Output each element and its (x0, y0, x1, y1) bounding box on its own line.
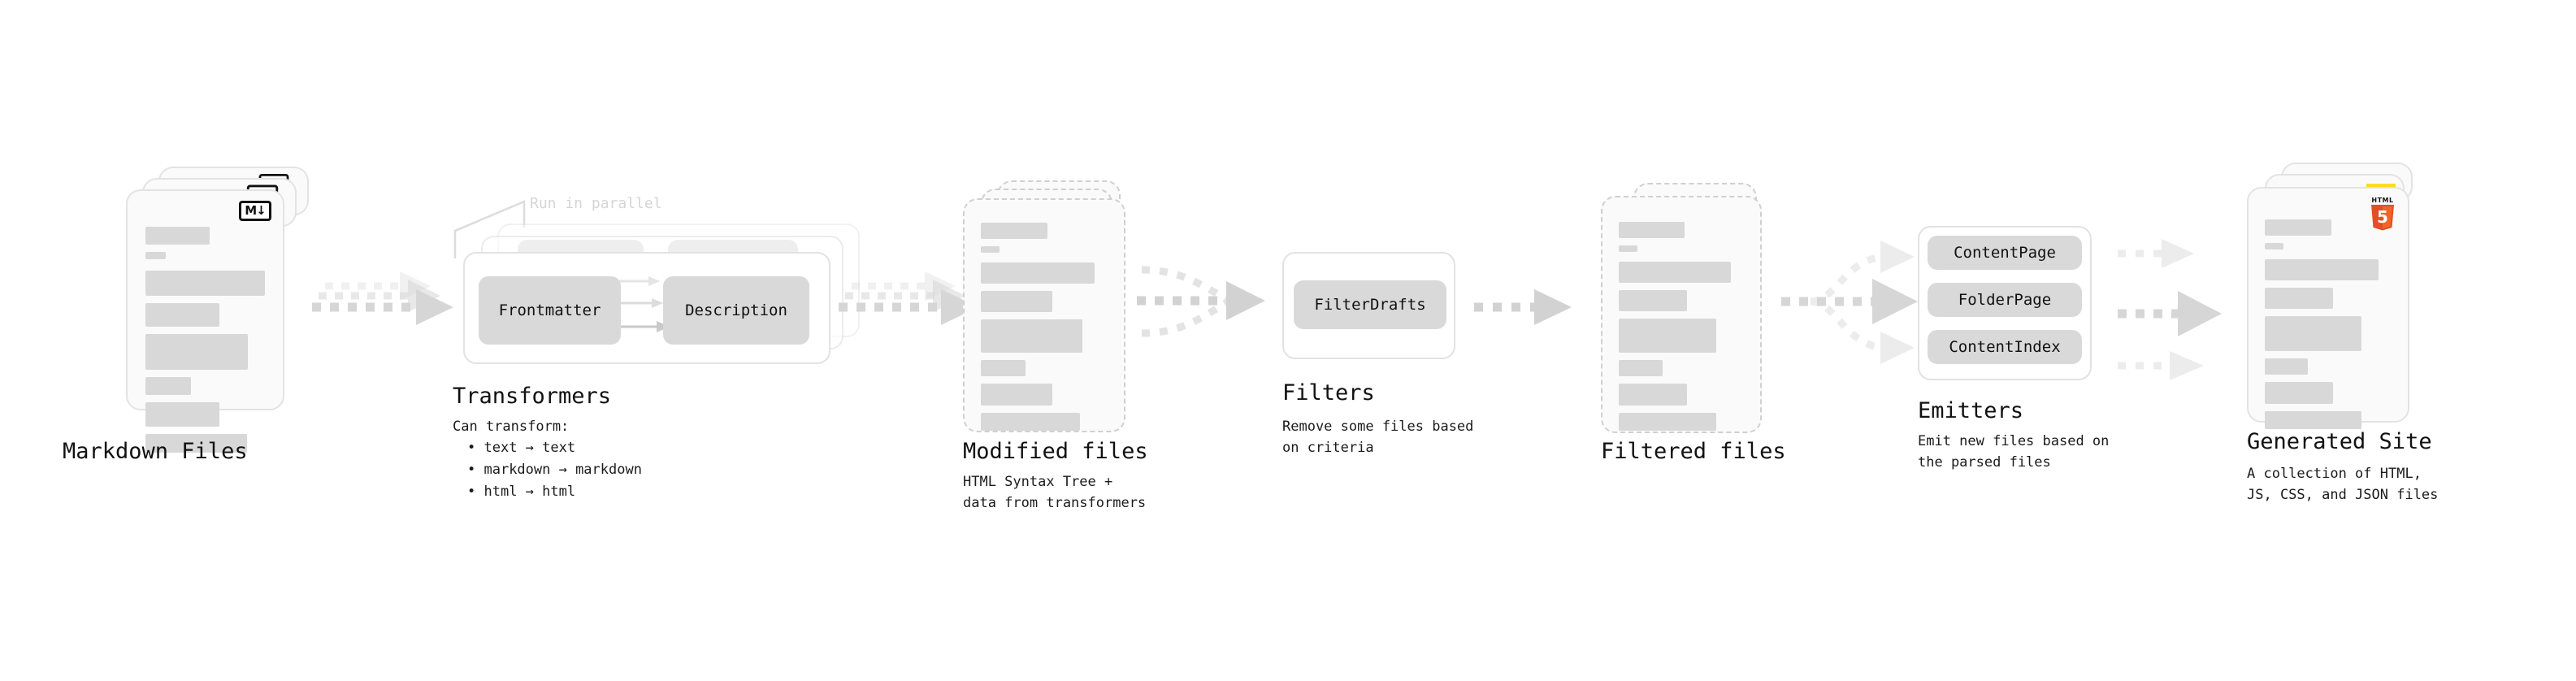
emitter-chip-contentpage[interactable]: ContentPage (1928, 236, 2082, 270)
markdown-file-card-front: M↓ (126, 189, 284, 453)
placeholder-lines (981, 223, 1104, 438)
modified-file-card-front (963, 198, 1125, 432)
transformers-bullet-0: • text → text (467, 440, 576, 456)
transformers-title: Transformers (453, 384, 612, 409)
placeholder-lines (1619, 222, 1741, 438)
transformers-bullet-2: • html → html (467, 484, 576, 500)
transformers-bullet-1-text: markdown → markdown (484, 462, 642, 478)
connector-markdown-to-transformers (312, 271, 453, 325)
filtered-files-stack (1601, 183, 1780, 433)
connector-modified-to-filters (1137, 266, 1265, 337)
emitters-subtitle: Emit new files based on the parsed files (1918, 433, 2110, 471)
generated-site-subtitle: A collection of HTML, JS, CSS, and JSON … (2247, 466, 2439, 503)
filters-subtitle: Remove some files based on criteria (1282, 419, 1474, 456)
run-in-parallel-bracket (453, 200, 526, 258)
markdown-files-title: Markdown Files (63, 439, 248, 464)
transformers-bullet-1: • markdown → markdown (467, 462, 642, 478)
transformers-bullet-0-text: text → text (484, 440, 576, 456)
emitters-title: Emitters (1918, 398, 2024, 423)
modified-files-stack (963, 180, 1142, 432)
connector-filters-to-filtered (1474, 289, 1572, 325)
generated-file-card-html: HTML 5 (2247, 187, 2409, 429)
placeholder-lines (145, 227, 265, 460)
emitter-chip-folderpage[interactable]: FolderPage (1928, 283, 2082, 317)
generated-site-title: Generated Site (2247, 429, 2432, 454)
filter-chip-filterdrafts[interactable]: FilterDrafts (1294, 280, 1446, 329)
connector-filtered-to-emitters (1781, 241, 1918, 364)
markdown-files-stack: M↓ M↓ M↓ (126, 167, 313, 453)
placeholder-lines (2265, 219, 2388, 436)
filtered-file-card-front (1601, 196, 1762, 433)
run-in-parallel-label: Run in parallel (530, 195, 662, 212)
modified-files-subtitle: HTML Syntax Tree + data from transformer… (963, 474, 1147, 511)
generated-site-stack: CSS HTML 5 (2247, 163, 2442, 431)
connector-transformers-to-modified (839, 271, 978, 325)
html5-icon: HTML 5 (2371, 197, 2394, 231)
transformer-chip-frontmatter[interactable]: Frontmatter (479, 276, 621, 345)
filtered-files-title: Filtered files (1601, 439, 1786, 464)
svg-text:5: 5 (2377, 207, 2388, 227)
transformer-chip-description[interactable]: Description (663, 276, 809, 345)
emitter-chip-contentindex[interactable]: ContentIndex (1928, 330, 2082, 364)
filters-title: Filters (1282, 380, 1375, 406)
modified-files-title: Modified files (963, 439, 1148, 464)
connector-emitters-to-site (2118, 239, 2222, 380)
markdown-icon: M↓ (239, 201, 271, 221)
transformers-bullet-2-text: html → html (484, 484, 576, 500)
svg-text:HTML: HTML (2371, 197, 2393, 204)
transformers-subtitle: Can transform: (453, 419, 570, 435)
